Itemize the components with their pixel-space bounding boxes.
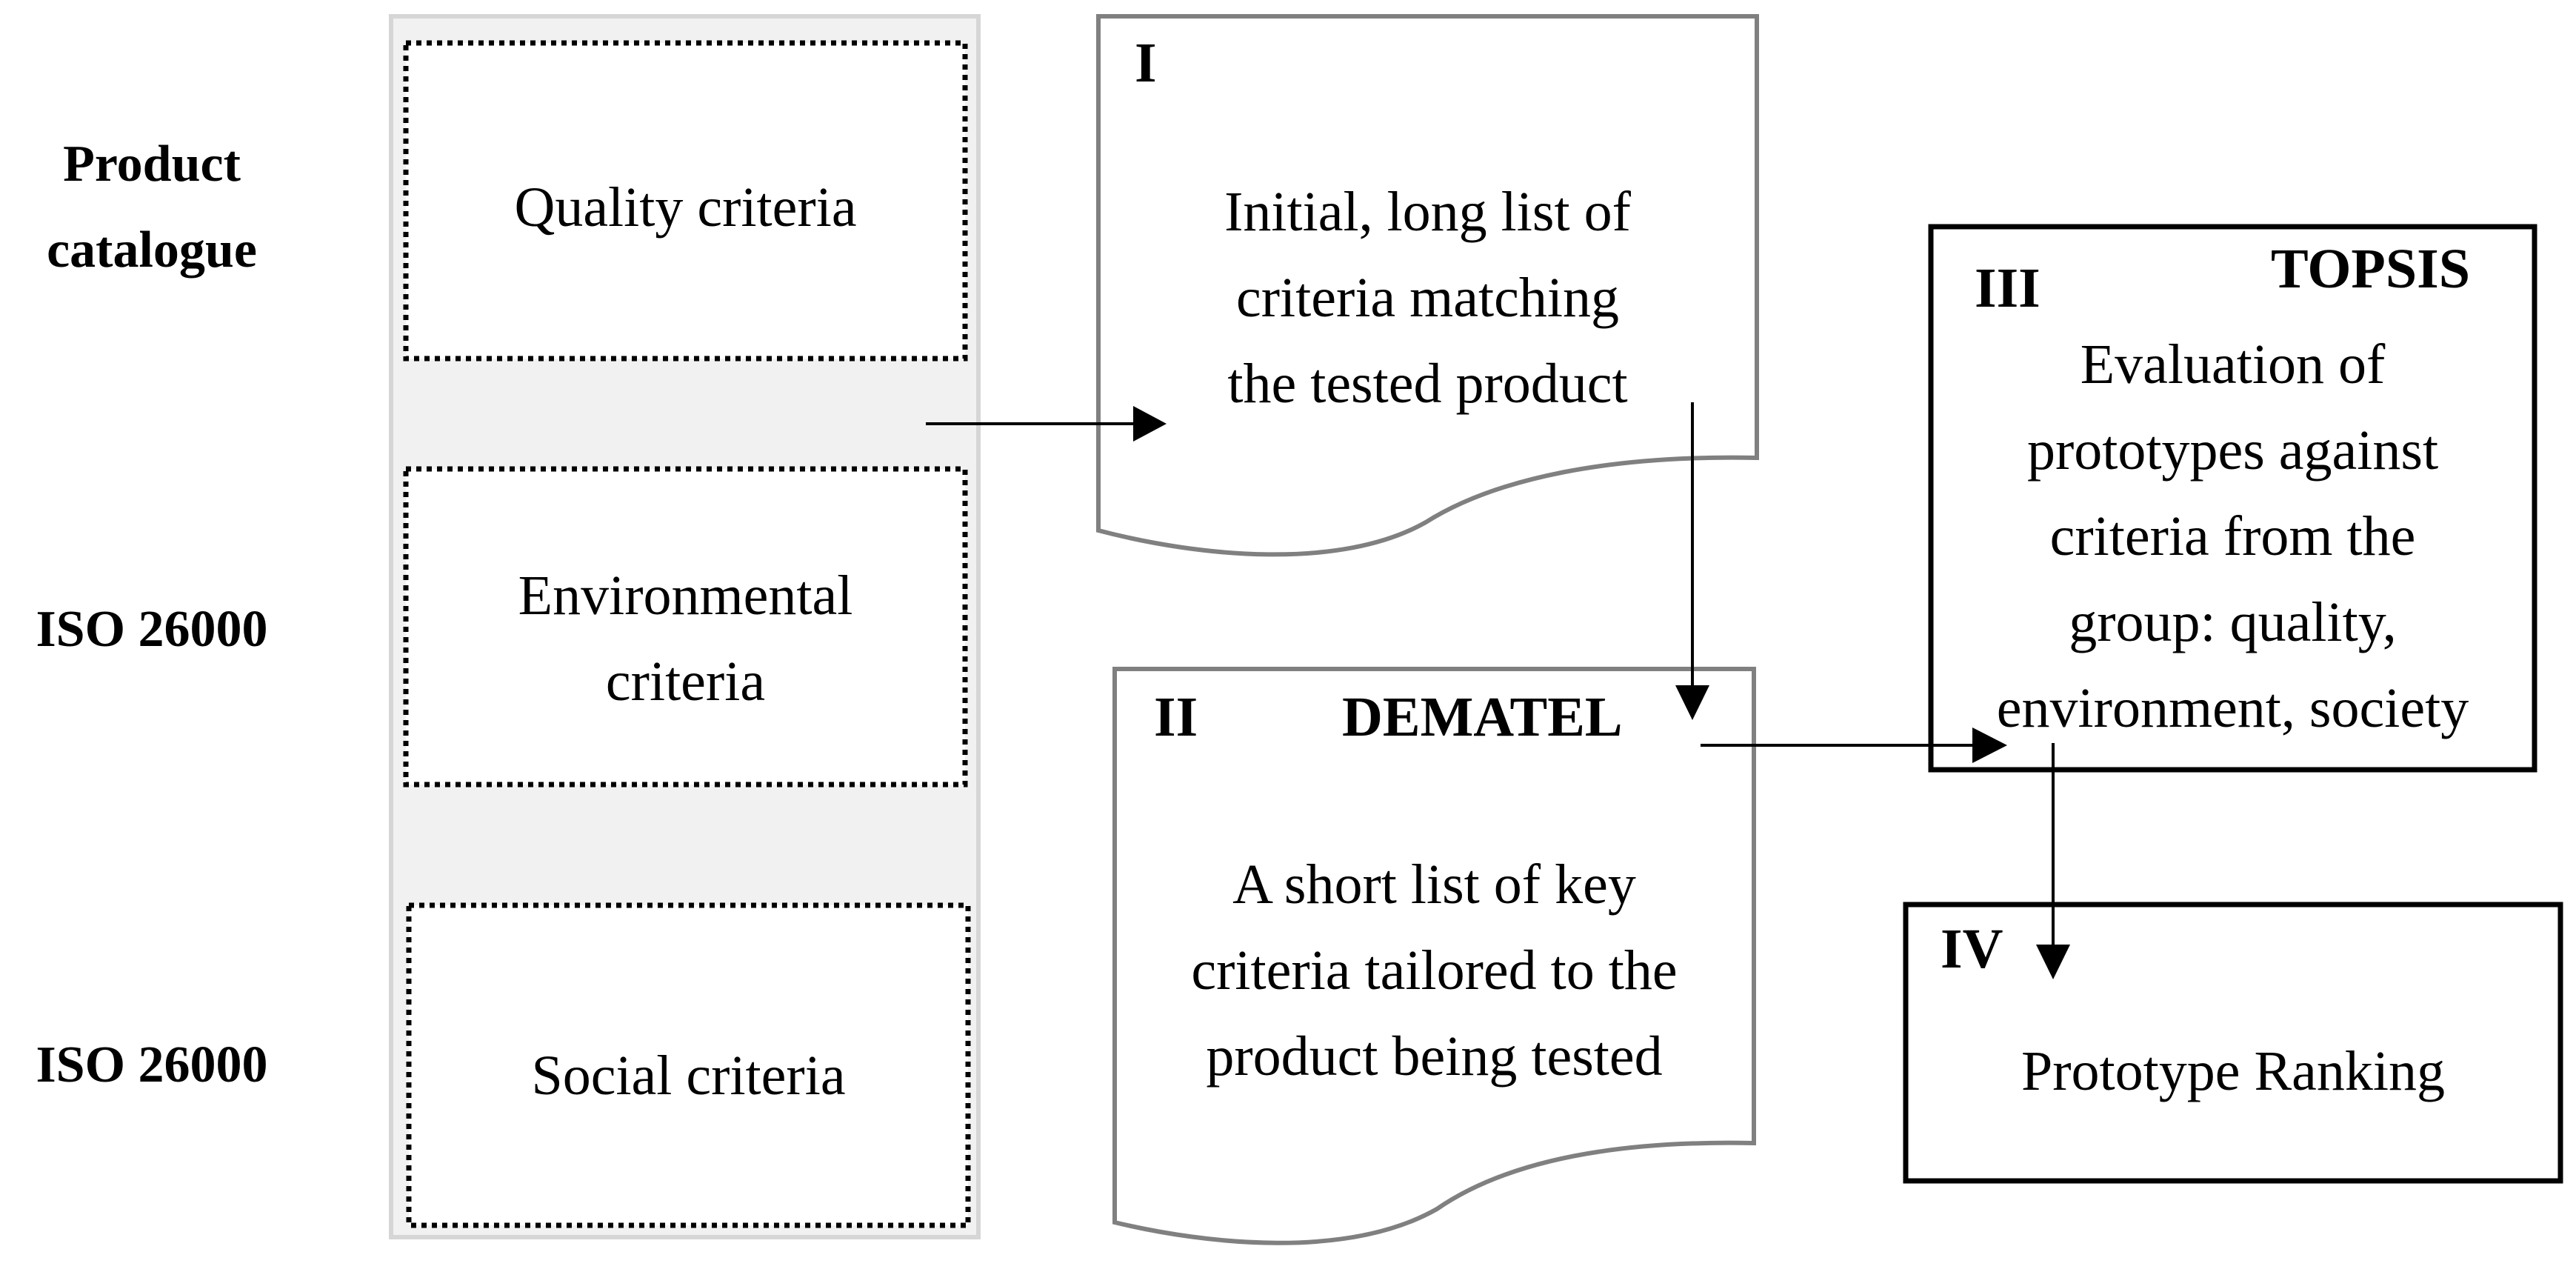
step-two-description: A short list of key criteria tailored to… <box>1191 853 1678 1088</box>
source-label-iso-social: ISO 26000 <box>36 1036 268 1093</box>
quality-criteria-label: Quality criteria <box>514 176 857 239</box>
step-four-box <box>1903 902 2563 1184</box>
step-three-method-topsis: TOPSIS <box>2271 238 2470 300</box>
step-two-document-shape <box>1112 667 1756 1245</box>
step-two-numeral: II <box>1154 686 1198 748</box>
step-four-description: Prototype Ranking <box>2021 1040 2446 1102</box>
step-one-document-shape <box>1096 14 1759 557</box>
arrow-step-three-to-step-four-head <box>2036 945 2070 979</box>
step-two-method-dematel: DEMATEL <box>1342 686 1623 748</box>
source-label-iso-environmental: ISO 26000 <box>36 601 268 658</box>
step-four-numeral: IV <box>1941 918 2003 980</box>
step-one-numeral: I <box>1135 32 1157 94</box>
quality-criteria-box <box>403 40 968 362</box>
social-criteria-label: Social criteria <box>531 1045 846 1107</box>
arrow-step-two-to-step-three-head <box>1972 727 2007 763</box>
arrow-criteria-to-step-one-head <box>1133 406 1167 442</box>
arrow-step-one-to-step-two-head <box>1675 685 1709 720</box>
step-one-description: Initial, long list of criteria matching … <box>1224 181 1631 415</box>
environmental-criteria-label: Environmental criteria <box>518 565 853 713</box>
environmental-criteria-box <box>403 466 968 787</box>
source-label-product-catalogue: Product catalogue <box>47 136 257 279</box>
step-three-numeral: III <box>1975 257 2041 319</box>
step-three-box <box>1928 224 2537 773</box>
step-three-description: Evaluation of prototypes against criteri… <box>1996 333 2469 739</box>
social-criteria-box <box>406 902 971 1228</box>
